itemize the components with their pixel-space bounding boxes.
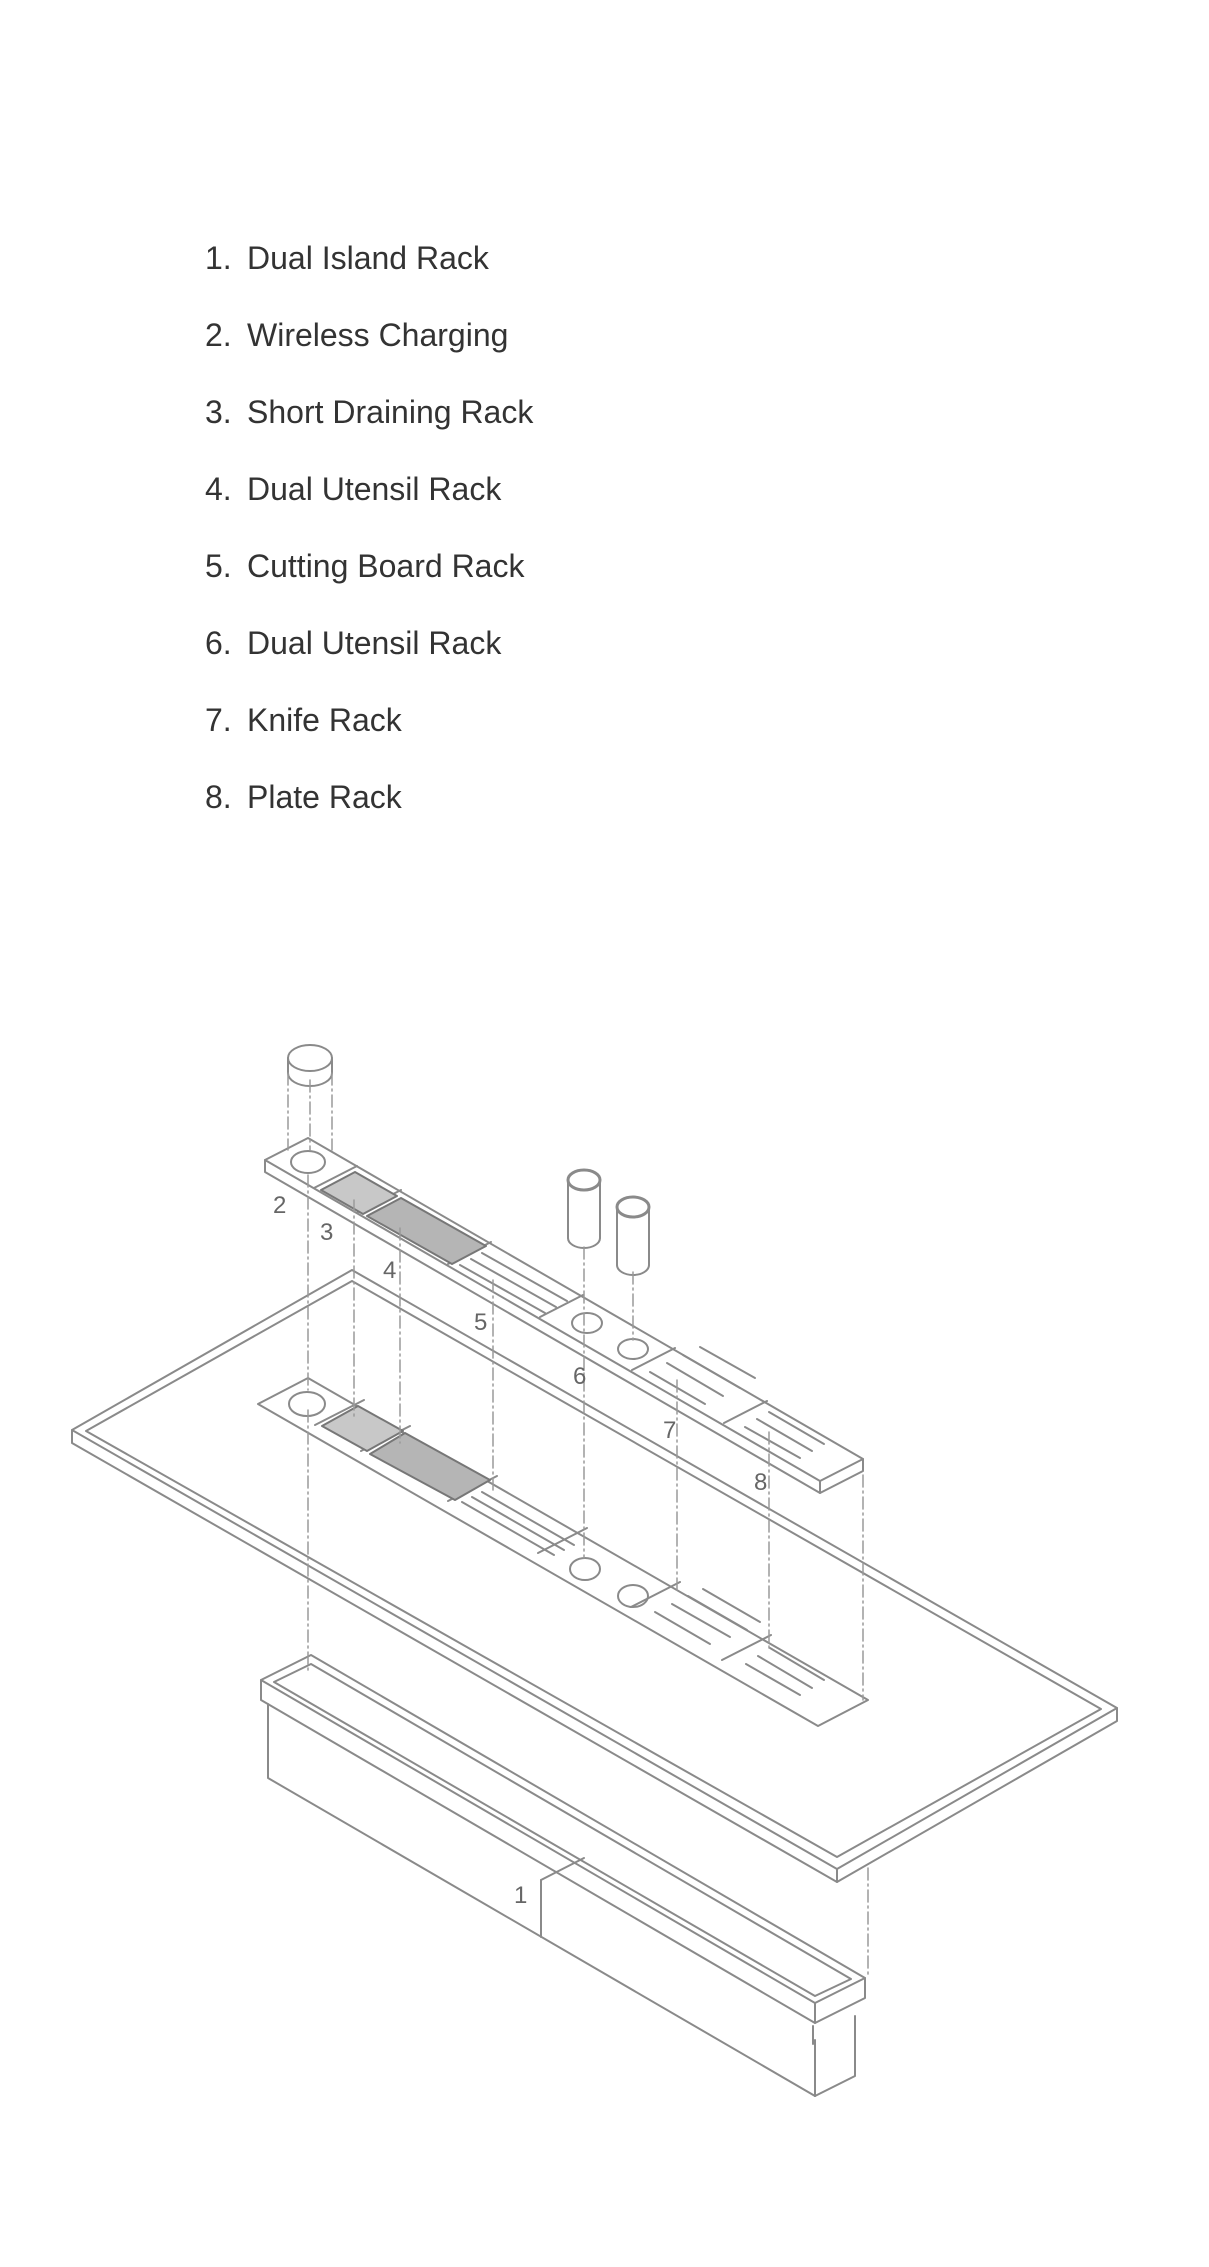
- legend-item: 6. Dual Utensil Rack: [205, 625, 533, 702]
- legend-number: 3.: [205, 394, 232, 430]
- legend-item: 7. Knife Rack: [205, 702, 533, 779]
- component-legend: 1. Dual Island Rack 2. Wireless Charging 3…: [205, 240, 533, 856]
- legend-item: 8. Plate Rack: [205, 779, 533, 856]
- legend-label: Knife Rack: [247, 702, 402, 738]
- legend-label: Cutting Board Rack: [247, 548, 525, 584]
- legend-item: 1. Dual Island Rack: [205, 240, 533, 317]
- callout-4: 4: [383, 1257, 396, 1284]
- legend-label: Plate Rack: [247, 779, 402, 815]
- legend-label: Wireless Charging: [247, 317, 509, 353]
- callout-1: 1: [514, 1882, 527, 1909]
- legend-number: 5.: [205, 548, 232, 584]
- legend-number: 7.: [205, 702, 232, 738]
- callout-labels: 1 2 3 4 5 6 7 8: [273, 1192, 767, 1909]
- legend-item: 5. Cutting Board Rack: [205, 548, 533, 625]
- upper-rack-bar: [264, 1137, 864, 1494]
- legend-number: 1.: [205, 240, 232, 276]
- legend-label: Dual Utensil Rack: [247, 625, 502, 661]
- legend-item: 3. Short Draining Rack: [205, 394, 533, 471]
- legend-item: 4. Dual Utensil Rack: [205, 471, 533, 548]
- countertop-rack-inlay: [257, 1377, 869, 1727]
- callout-5: 5: [474, 1309, 487, 1336]
- utensil-cups: [566, 1168, 651, 1276]
- legend-label: Dual Island Rack: [247, 240, 489, 276]
- legend-item: 2. Wireless Charging: [205, 317, 533, 394]
- legend-number: 4.: [205, 471, 232, 507]
- wireless-charger-puck: [287, 1044, 333, 1087]
- legend-label: Dual Utensil Rack: [247, 471, 502, 507]
- callout-8: 8: [754, 1469, 767, 1496]
- under-counter-trough: [260, 1654, 866, 2097]
- leader-lines: [287, 1072, 869, 1976]
- callout-7: 7: [663, 1417, 676, 1444]
- legend-number: 8.: [205, 779, 232, 815]
- legend-number: 6.: [205, 625, 232, 661]
- legend-label: Short Draining Rack: [247, 394, 534, 430]
- callout-6: 6: [573, 1363, 586, 1390]
- legend-number: 2.: [205, 317, 232, 353]
- callout-3: 3: [320, 1219, 333, 1246]
- callout-2: 2: [273, 1192, 286, 1219]
